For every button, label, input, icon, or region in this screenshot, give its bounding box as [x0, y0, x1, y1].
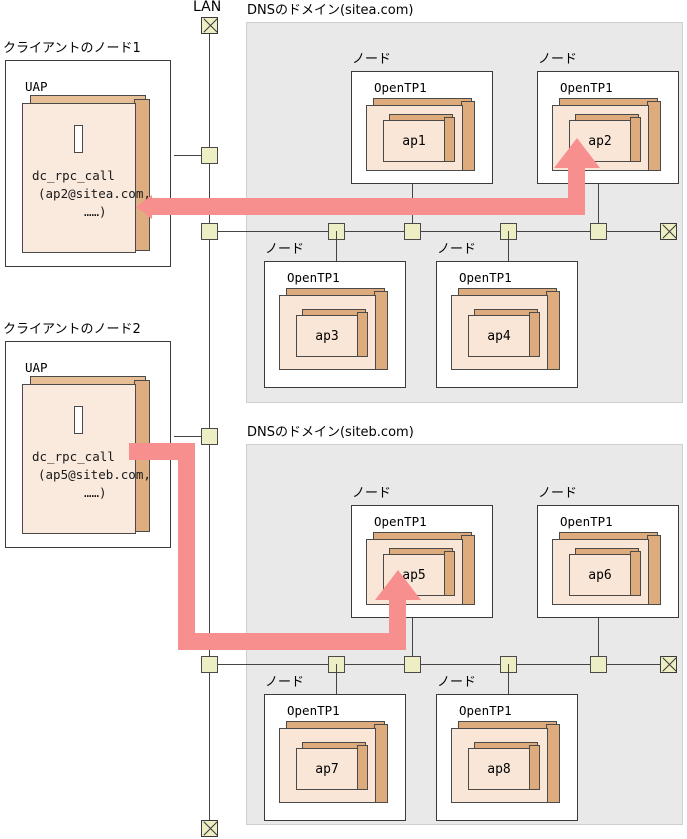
cube-side-face	[546, 724, 560, 803]
ap-name-label: ap8	[487, 761, 511, 777]
node-label-ap8: ノード	[437, 675, 477, 690]
opentp1-label-ap7: OpenTP1	[287, 703, 340, 718]
bus-connector-b5	[590, 656, 607, 673]
uap-side-face	[134, 99, 150, 251]
lan-connector-client1	[201, 147, 218, 164]
cube-front-face: ap1	[383, 120, 445, 162]
lan-terminator-top	[201, 17, 218, 34]
cube-side-face	[546, 291, 560, 370]
rpc-flow-ap5-vertical-down	[178, 443, 195, 641]
domain-title-sitea: DNSのドメイン(sitea.com)	[247, 3, 414, 18]
client-node-1-uap-label: UAP	[25, 79, 48, 94]
uap-code-line-2: (ap2@sitea.com,	[38, 186, 151, 201]
cube-side-face	[647, 101, 661, 171]
cube-side-face	[630, 117, 641, 162]
cube-side-face	[461, 535, 475, 605]
cube-side-face	[529, 312, 540, 357]
client2-drop-line	[174, 436, 202, 437]
bus-line-siteb	[209, 664, 671, 665]
node-label-ap1: ノード	[352, 52, 392, 67]
node-label-ap7: ノード	[265, 675, 305, 690]
cube-side-face	[357, 312, 368, 357]
rpc-flow-ap2-vertical	[568, 168, 585, 215]
stub-node-ap8	[508, 664, 509, 694]
lan-connector-client2	[201, 428, 218, 445]
uap-bar-glyph	[74, 125, 83, 153]
opentp1-label-ap4: OpenTP1	[459, 270, 512, 285]
bus-connector-a1	[201, 223, 218, 240]
opentp1-label-ap5: OpenTP1	[374, 514, 427, 529]
client1-drop-line	[174, 155, 202, 156]
cube-front-face: ap6	[569, 554, 631, 596]
rpc-flow-ap2-source-arrow	[136, 194, 152, 219]
bus-line-sitea	[209, 231, 671, 232]
ap-cube-ap4: ap4	[468, 309, 541, 359]
cube-front-face: ap8	[468, 748, 530, 790]
rpc-flow-ap5-target-arrow	[374, 570, 421, 600]
opentp1-label-ap6: OpenTP1	[560, 514, 613, 529]
lan-terminator-bottom	[201, 820, 218, 837]
cube-side-face	[374, 291, 388, 370]
node-label-ap6: ノード	[538, 486, 578, 501]
cube-side-face	[647, 535, 661, 605]
cube-front-face: ap7	[296, 748, 358, 790]
client-node-1-uap-block: dc_rpc_call (ap2@sitea.com, ……)	[22, 95, 154, 254]
bus-connector-b1	[201, 656, 218, 673]
ap-cube-ap1: ap1	[383, 114, 456, 164]
bus-terminator-siteb	[660, 656, 677, 673]
opentp1-label-ap1: OpenTP1	[374, 80, 427, 95]
client-node-2-uap-label: UAP	[25, 360, 48, 375]
client-node-2-title: クライアントのノード2	[3, 322, 141, 337]
rpc-flow-ap2-target-arrow	[553, 138, 600, 168]
ap-name-label: ap6	[588, 567, 612, 583]
rpc-flow-ap5-vertical-up	[389, 600, 406, 650]
rpc-flow-ap2-horizontal	[152, 198, 585, 215]
stub-node-ap5	[412, 617, 413, 657]
cube-side-face	[444, 551, 455, 596]
cube-side-face	[630, 551, 641, 596]
uap-code-line-1: dc_rpc_call	[32, 168, 115, 183]
ap-name-label: ap4	[487, 328, 511, 344]
ap-cube-ap7: ap7	[296, 742, 369, 792]
bus-connector-a3	[404, 223, 421, 240]
node-label-ap5: ノード	[352, 486, 392, 501]
domain-title-siteb: DNSのドメイン(siteb.com)	[247, 425, 414, 440]
cube-side-face	[461, 101, 475, 171]
node-label-ap4: ノード	[437, 242, 477, 257]
node-label-ap2: ノード	[538, 52, 578, 67]
ap-cube-ap8: ap8	[468, 742, 541, 792]
cube-side-face	[374, 724, 388, 803]
opentp1-label-ap3: OpenTP1	[287, 270, 340, 285]
opentp1-cube-ap4	[451, 288, 562, 373]
uap-code-line-1: dc_rpc_call	[32, 449, 115, 464]
lan-label: LAN	[193, 0, 222, 15]
bus-terminator-sitea	[660, 223, 677, 240]
stub-node-ap3	[336, 231, 337, 261]
stub-node-ap6	[598, 617, 599, 657]
bus-connector-a5	[590, 223, 607, 240]
cube-side-face	[529, 745, 540, 790]
ap-name-label: ap3	[315, 328, 339, 344]
stub-node-ap2	[598, 183, 599, 224]
stub-node-ap7	[336, 664, 337, 694]
ap-cube-ap3: ap3	[296, 309, 369, 359]
client-node-1-title: クライアントのノード1	[3, 41, 141, 56]
opentp1-label-ap8: OpenTP1	[459, 703, 512, 718]
cube-side-face	[357, 745, 368, 790]
ap-cube-ap6: ap6	[569, 548, 642, 598]
uap-code-line-3: ……)	[84, 204, 107, 219]
cube-front-face: ap3	[296, 315, 358, 357]
ap-name-label: ap1	[402, 133, 426, 149]
ap-name-label: ap7	[315, 761, 339, 777]
bus-connector-b3	[404, 656, 421, 673]
rpc-flow-ap5-horizontal	[178, 633, 406, 650]
opentp1-label-ap2: OpenTP1	[560, 80, 613, 95]
cube-side-face	[444, 117, 455, 162]
stub-node-ap4	[508, 231, 509, 261]
uap-bar-glyph	[74, 406, 83, 434]
uap-code-line-3: ……)	[84, 485, 107, 500]
node-label-ap3: ノード	[265, 242, 305, 257]
cube-front-face: ap4	[468, 315, 530, 357]
uap-code-line-2: (ap5@siteb.com,	[38, 467, 151, 482]
